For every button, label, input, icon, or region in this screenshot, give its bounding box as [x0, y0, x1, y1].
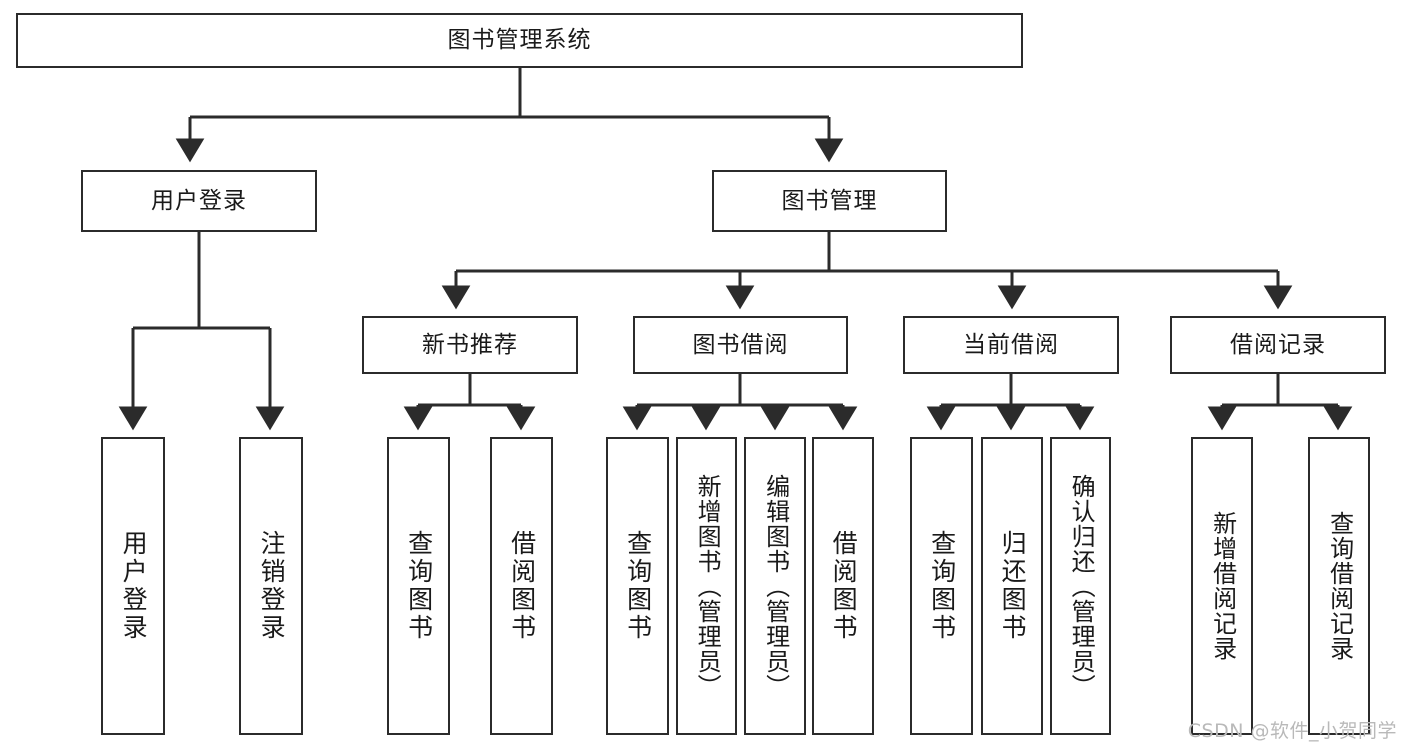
node-leaf-user-logout[interactable]: 注销登录	[239, 437, 303, 735]
node-leaf-borrow-book-2-label: 借阅图书	[829, 530, 859, 642]
node-current-borrow-label: 当前借阅	[963, 331, 1059, 358]
node-leaf-query-book-2[interactable]: 查询图书	[606, 437, 669, 735]
node-user-login[interactable]: 用户登录	[81, 170, 317, 232]
node-new-book-recommend[interactable]: 新书推荐	[362, 316, 578, 374]
node-leaf-query-book-1[interactable]: 查询图书	[387, 437, 450, 735]
node-borrow-record[interactable]: 借阅记录	[1170, 316, 1386, 374]
node-leaf-borrow-book-2[interactable]: 借阅图书	[812, 437, 874, 735]
node-leaf-query-book-3-label: 查询图书	[927, 530, 957, 642]
node-leaf-add-book[interactable]: 新增图书（管理员）	[676, 437, 737, 735]
node-leaf-user-login[interactable]: 用户登录	[101, 437, 165, 735]
node-leaf-add-record[interactable]: 新增借阅记录	[1191, 437, 1253, 735]
node-user-login-label: 用户登录	[151, 187, 247, 214]
node-leaf-edit-book[interactable]: 编辑图书（管理员）	[744, 437, 806, 735]
node-new-book-recommend-label: 新书推荐	[422, 331, 518, 358]
node-leaf-query-book-1-label: 查询图书	[404, 530, 434, 642]
node-leaf-user-login-label: 用户登录	[119, 530, 149, 642]
node-leaf-confirm-return[interactable]: 确认归还（管理员）	[1050, 437, 1111, 735]
node-leaf-query-record[interactable]: 查询借阅记录	[1308, 437, 1370, 735]
node-book-manage[interactable]: 图书管理	[712, 170, 947, 232]
node-leaf-user-logout-label: 注销登录	[257, 530, 287, 642]
node-leaf-add-book-label: 新增图书（管理员）	[693, 473, 722, 699]
node-leaf-query-book-2-label: 查询图书	[623, 530, 653, 642]
node-leaf-query-book-3[interactable]: 查询图书	[910, 437, 973, 735]
node-leaf-borrow-book-1-label: 借阅图书	[507, 530, 537, 642]
node-root[interactable]: 图书管理系统	[16, 13, 1023, 68]
node-leaf-add-record-label: 新增借阅记录	[1208, 511, 1237, 661]
node-current-borrow[interactable]: 当前借阅	[903, 316, 1119, 374]
node-leaf-return-book-label: 归还图书	[998, 530, 1028, 642]
node-root-label: 图书管理系统	[447, 27, 592, 54]
node-borrow-record-label: 借阅记录	[1230, 331, 1326, 358]
node-leaf-return-book[interactable]: 归还图书	[981, 437, 1043, 735]
node-leaf-query-record-label: 查询借阅记录	[1325, 511, 1354, 661]
csdn-watermark: CSDN @软件_小贺同学	[1187, 720, 1397, 742]
node-leaf-confirm-return-label: 确认归还（管理员）	[1067, 473, 1096, 699]
node-book-borrow-label: 图书借阅	[692, 331, 789, 358]
node-book-borrow[interactable]: 图书借阅	[633, 316, 848, 374]
node-leaf-edit-book-label: 编辑图书（管理员）	[761, 473, 790, 699]
node-leaf-borrow-book-1[interactable]: 借阅图书	[490, 437, 553, 735]
node-book-manage-label: 图书管理	[781, 187, 878, 214]
